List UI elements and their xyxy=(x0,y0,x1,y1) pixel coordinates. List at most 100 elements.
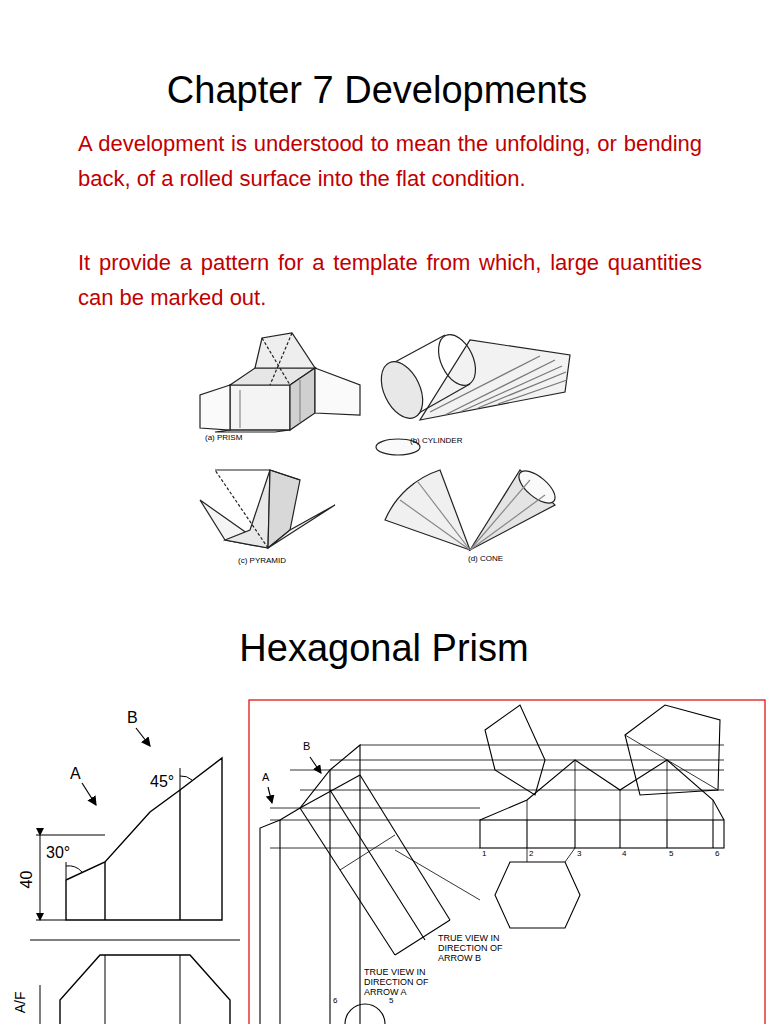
line-stroke xyxy=(279,820,280,1024)
construction-drawing xyxy=(249,700,765,1024)
path-stroke xyxy=(345,1004,385,1024)
line-stroke xyxy=(527,800,528,820)
polygon-stroke xyxy=(268,505,335,548)
body-paragraph: A development is understood to mean the … xyxy=(78,126,702,196)
line-stroke xyxy=(712,820,713,848)
line-stroke xyxy=(300,808,395,955)
line-stroke xyxy=(66,862,67,880)
line-stroke xyxy=(625,735,718,790)
rect-stroke xyxy=(249,700,765,1024)
line-stroke xyxy=(330,790,425,940)
line-stroke xyxy=(395,335,445,362)
polyline-stroke xyxy=(480,760,724,820)
line-stroke xyxy=(470,495,545,550)
line-stroke xyxy=(30,940,240,941)
line-stroke xyxy=(713,800,714,820)
length-dimension: 40 xyxy=(17,871,36,889)
front-view xyxy=(30,728,240,1024)
line-stroke xyxy=(104,862,105,920)
polygon-stroke xyxy=(225,470,270,548)
line-stroke xyxy=(395,850,480,900)
line-stroke xyxy=(619,820,620,848)
line-stroke xyxy=(180,955,181,1024)
fold-line-number: 5 xyxy=(669,849,673,859)
line-stroke xyxy=(40,835,41,920)
page-title: Chapter 7 Developments xyxy=(77,68,677,114)
line-stroke xyxy=(82,783,96,805)
polyline-stroke xyxy=(60,955,230,1024)
fold-line-number: 2 xyxy=(529,849,533,859)
line-stroke xyxy=(270,820,480,821)
polygon-stroke xyxy=(485,705,545,795)
line-stroke xyxy=(40,985,41,1024)
cylinder-sketch xyxy=(373,329,570,455)
line-stroke xyxy=(239,390,240,428)
fold-line-number: 1 xyxy=(482,849,486,859)
polygon-stroke xyxy=(230,385,290,430)
angle-dimension: 45° xyxy=(150,772,174,791)
line-stroke xyxy=(498,380,567,404)
prism-sketch xyxy=(200,333,360,432)
line-stroke xyxy=(136,728,150,746)
line-stroke xyxy=(180,768,181,790)
across-flats-dimension: A/F xyxy=(12,992,29,1014)
line-stroke xyxy=(400,500,470,550)
polyline-stroke xyxy=(66,758,222,920)
polyline-stroke xyxy=(260,745,360,1024)
line-stroke xyxy=(340,835,395,870)
line-stroke xyxy=(310,757,321,773)
polygon-stroke xyxy=(495,862,580,928)
polygon-stroke xyxy=(215,430,290,432)
line-stroke xyxy=(36,835,105,836)
line-stroke xyxy=(179,790,180,920)
view-arrow-letter: B xyxy=(127,708,138,727)
line-stroke xyxy=(300,790,724,791)
path-stroke xyxy=(385,470,470,550)
body-paragraph: It provide a pattern for a template from… xyxy=(78,245,702,315)
figure-caption: (a) PRISM xyxy=(205,433,242,443)
path-stroke xyxy=(66,866,82,872)
fold-line-number: 3 xyxy=(577,849,581,859)
pyramid-sketch xyxy=(200,470,335,548)
line-stroke xyxy=(299,380,300,422)
line-stroke xyxy=(445,360,555,415)
view-arrow-letter: A xyxy=(262,771,269,784)
figure-caption: (c) PYRAMID xyxy=(238,556,286,566)
cone-sketch xyxy=(385,465,560,550)
view-note: TRUE VIEW IN DIRECTION OF ARROW A xyxy=(364,967,448,997)
line-stroke xyxy=(470,480,530,550)
polygon-stroke xyxy=(315,368,360,415)
view-arrow-letter: B xyxy=(303,740,310,753)
line-stroke xyxy=(575,760,576,820)
line-stroke xyxy=(527,848,528,862)
line-stroke xyxy=(330,760,724,761)
line-stroke xyxy=(620,790,621,820)
line-stroke xyxy=(300,775,360,808)
line-stroke xyxy=(666,820,667,848)
line-stroke xyxy=(565,848,575,862)
section-heading: Hexagonal Prism xyxy=(84,626,684,672)
line-stroke xyxy=(262,338,290,385)
line-stroke xyxy=(215,470,268,548)
polygon-stroke xyxy=(255,333,315,368)
line-stroke xyxy=(478,372,566,408)
ellipse-stroke xyxy=(514,465,561,509)
fold-line-number: 6 xyxy=(715,849,719,859)
line-stroke xyxy=(418,482,470,550)
path-stroke xyxy=(180,776,192,780)
corner-number: 6 xyxy=(333,996,337,1006)
line-stroke xyxy=(270,470,300,480)
line-stroke xyxy=(36,920,66,921)
angle-dimension: 30° xyxy=(46,843,70,862)
polygon-stroke xyxy=(420,340,570,420)
corner-number: 5 xyxy=(389,996,393,1006)
ellipse-stroke xyxy=(373,355,431,425)
rect-stroke xyxy=(480,820,724,848)
line-stroke xyxy=(360,775,450,920)
line-stroke xyxy=(268,787,272,803)
polygon-stroke xyxy=(290,368,315,430)
line-stroke xyxy=(270,333,292,385)
line-stroke xyxy=(667,760,668,820)
ellipse-stroke xyxy=(431,329,483,391)
line-stroke xyxy=(360,745,724,746)
